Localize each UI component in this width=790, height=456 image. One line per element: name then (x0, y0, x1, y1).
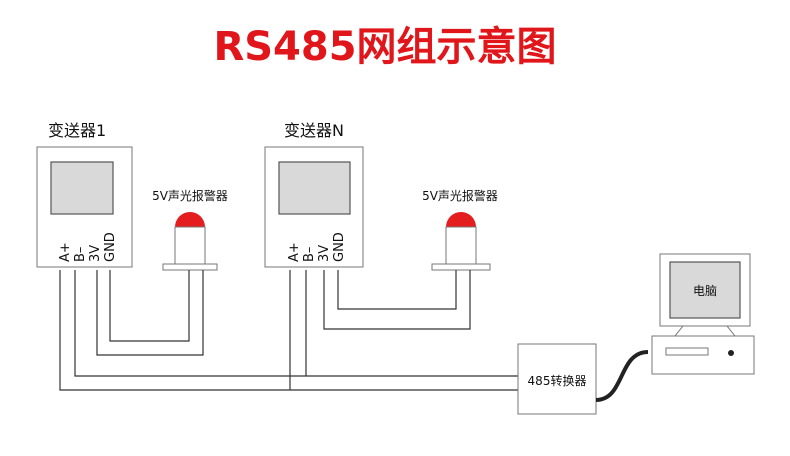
alarm-1-light (175, 212, 205, 227)
transmitter-n-screen (278, 161, 351, 215)
transmitter-n-pin-gnd: GND (332, 232, 347, 262)
computer-label: 电脑 (693, 284, 717, 298)
transmitter-1-label: 变送器1 (48, 121, 106, 140)
transmitter-n-pin-a: A+ (287, 242, 302, 262)
transmitter-n-pin-3v: 3V (317, 245, 332, 262)
transmitter-1: A+ B– 3V GND (36, 146, 133, 268)
disk-drive (665, 347, 709, 356)
computer: 电脑 (651, 253, 755, 375)
wires-transmitter-1-alarm (96, 270, 204, 356)
transmitter-1-pin-a: A+ (58, 242, 73, 262)
alarm-2-label: 5V声光报警器 (422, 188, 498, 203)
alarm-2-light (446, 212, 476, 227)
wires-transmitter-n-alarm (323, 270, 471, 330)
alarm-2 (431, 212, 491, 271)
transmitter-1-pin-3v: 3V (88, 245, 103, 262)
transmitter-n: A+ B– 3V GND (264, 146, 364, 268)
transmitter-1-screen (50, 161, 114, 215)
transmitter-n-pin-b: B– (302, 247, 317, 262)
usb-cable (595, 350, 649, 402)
monitor-stand (673, 325, 737, 337)
diagram-title: RS485网组示意图 (213, 24, 556, 70)
alarm-1 (162, 212, 218, 271)
converter-label: 485转换器 (528, 373, 587, 388)
rs485-bus (59, 270, 518, 391)
transmitter-1-pin-b: B– (73, 247, 88, 262)
alarm-1-label: 5V声光报警器 (152, 188, 228, 203)
transmitter-1-pin-gnd: GND (103, 232, 118, 262)
transmitter-n-label: 变送器N (284, 121, 344, 140)
monitor-screen (669, 261, 741, 319)
power-button (728, 350, 734, 356)
converter-485: 485转换器 (517, 343, 597, 415)
